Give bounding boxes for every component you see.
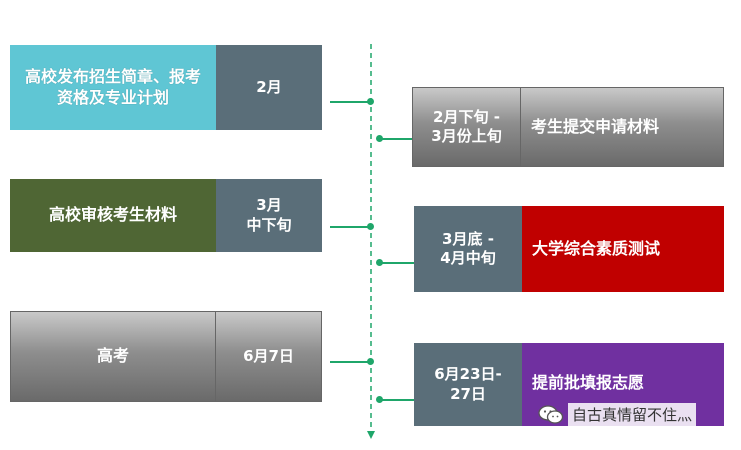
left-event-1-date-text: 2月 (256, 77, 282, 96)
left-event-2-dot (367, 223, 374, 230)
watermark: 自古真情留不住灬 (538, 403, 697, 426)
right-event-3-text: 提前批填报志愿 (532, 373, 645, 392)
right-event-2-dot (376, 259, 383, 266)
right-event-3-connector (380, 399, 414, 401)
left-event-1-text: 高校发布招生简章、报考资格及专业计划 (24, 66, 201, 107)
right-event-3-date: 6月23日- 27日 (414, 343, 522, 426)
right-event-1-text: 考生提交申请材料 (531, 116, 660, 136)
right-event-2-text: 大学综合素质测试 (532, 238, 661, 258)
left-event-2-date-line-1: 3月 (256, 196, 282, 214)
left-event-3-label: 高考 (10, 311, 216, 402)
left-event-1-label: 高校发布招生简章、报考资格及专业计划 (10, 45, 216, 130)
left-event-3-connector (330, 361, 371, 363)
left-event-2-date: 3月 中下旬 (216, 179, 322, 252)
right-event-2-date-line-1: 3月底 - (442, 229, 494, 248)
right-event-2-date-line-2: 4月中旬 (440, 249, 496, 267)
right-event-3-date-line-1: 6月23日- (434, 365, 502, 383)
right-event-1-label: 考生提交申请材料 (520, 87, 724, 167)
left-event-3-date: 6月7日 (215, 311, 322, 402)
right-event-2-connector (380, 262, 414, 264)
right-event-1-date-line-2: 3月份上旬 (431, 127, 502, 145)
left-event-3-text: 高考 (96, 346, 129, 366)
right-event-2-label: 大学综合素质测试 (522, 206, 724, 292)
right-event-3-date-line-2: 27日 (450, 384, 486, 403)
right-event-1-date: 2月下旬 - 3月份上旬 (412, 87, 521, 167)
left-event-2-connector (330, 226, 371, 228)
left-event-1-date: 2月 (216, 45, 322, 130)
right-event-1-dot (376, 135, 383, 142)
watermark-text: 自古真情留不住灬 (568, 403, 697, 426)
left-event-2-text: 高校审核考生材料 (48, 205, 177, 225)
left-event-2-date-line-2: 中下旬 (246, 215, 292, 234)
left-event-2-label: 高校审核考生材料 (10, 179, 216, 252)
left-event-1-connector (330, 101, 371, 103)
right-event-2-date: 3月底 - 4月中旬 (414, 206, 522, 292)
right-event-1-connector (380, 138, 412, 140)
left-event-3-date-text: 6月7日 (243, 346, 294, 365)
wechat-icon (538, 404, 564, 424)
left-event-1-dot (367, 98, 374, 105)
right-event-1-date-line-1: 2月下旬 - (433, 107, 500, 126)
left-event-3-dot (367, 358, 374, 365)
right-event-3-dot (376, 396, 383, 403)
